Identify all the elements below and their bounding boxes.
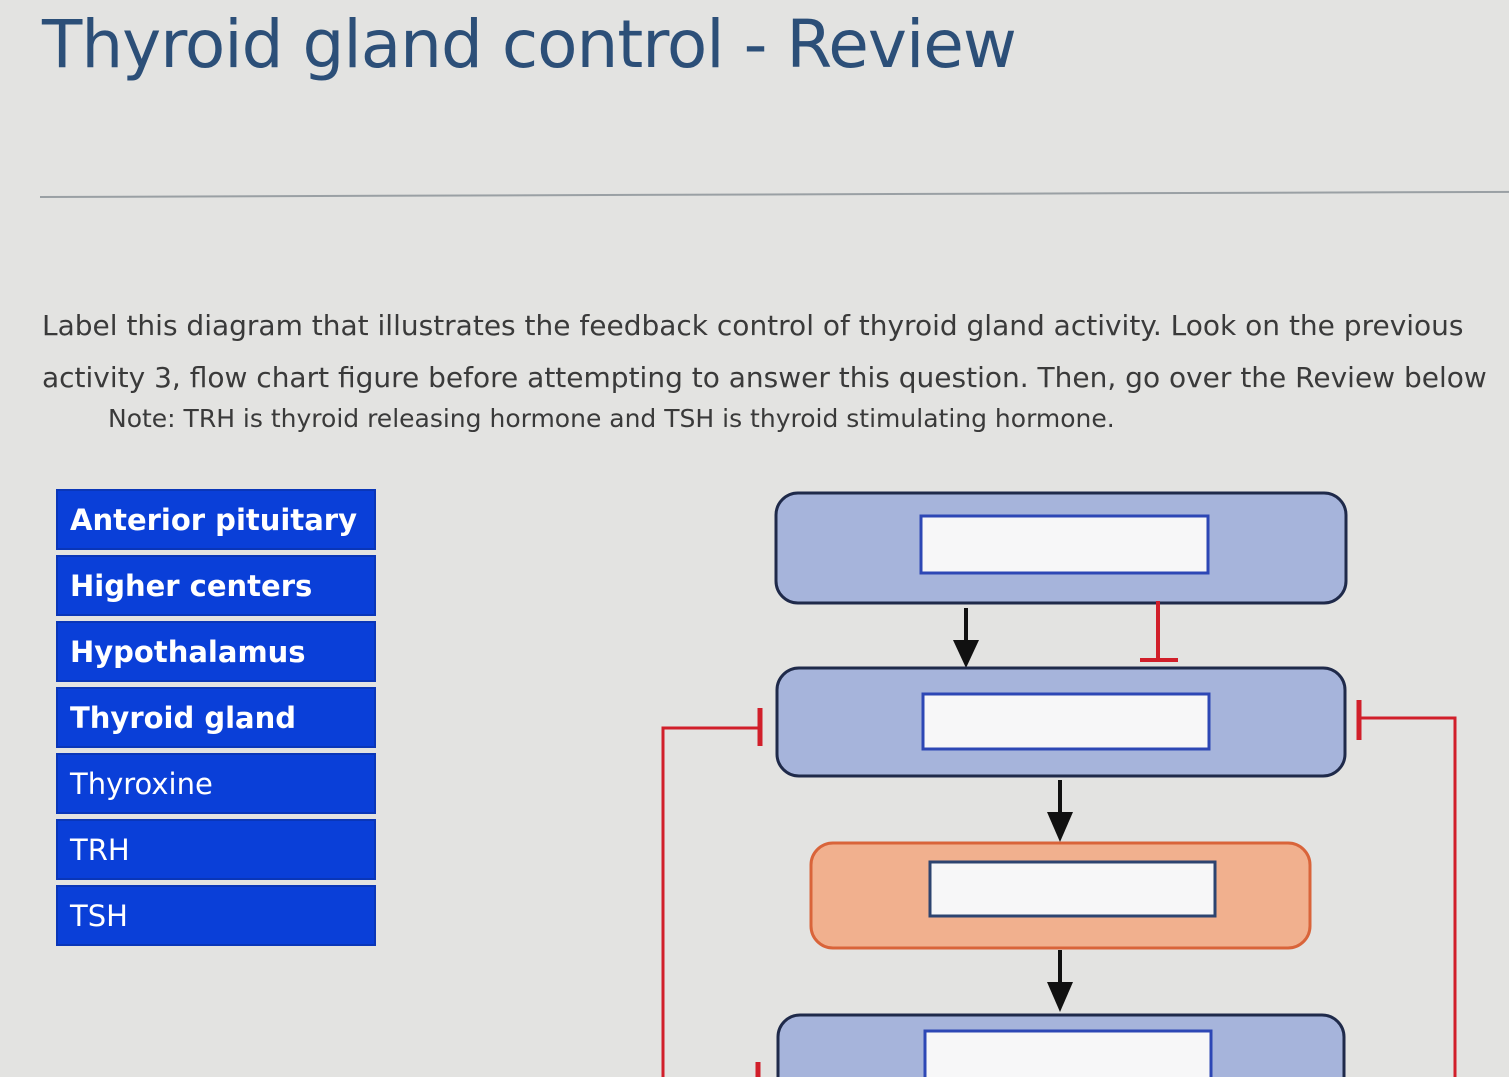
- drop-target-1[interactable]: [919, 514, 1210, 575]
- label-thyroxine[interactable]: Thyroxine: [56, 753, 376, 814]
- inhibit-loop-right: [1360, 716, 1457, 1077]
- arrowhead-icon: [1047, 982, 1073, 1012]
- note-text: Note: TRH is thyroid releasing hormone a…: [108, 404, 1115, 433]
- instructions: Label this diagram that illustrates the …: [42, 300, 1509, 404]
- label-tsh[interactable]: TSH: [56, 885, 376, 946]
- instructions-line-2: activity 3, flow chart figure before att…: [42, 361, 1487, 394]
- instructions-line-1: Label this diagram that illustrates the …: [42, 309, 1464, 342]
- label-higher-centers[interactable]: Higher centers: [56, 555, 376, 616]
- arrowhead-icon: [1047, 812, 1073, 842]
- drop-target-4[interactable]: [923, 1029, 1213, 1077]
- label-bank: Anterior pituitary Higher centers Hypoth…: [56, 489, 376, 951]
- arrowhead-icon: [953, 640, 979, 668]
- label-hypothalamus[interactable]: Hypothalamus: [56, 621, 376, 682]
- label-anterior-pituitary[interactable]: Anterior pituitary: [56, 489, 376, 550]
- label-trh[interactable]: TRH: [56, 819, 376, 880]
- label-thyroid-gland[interactable]: Thyroid gland: [56, 687, 376, 748]
- inhibit-loop-left: [661, 726, 758, 1077]
- page-title: Thyroid gland control - Review: [42, 6, 1017, 83]
- drop-target-3[interactable]: [928, 860, 1217, 918]
- drop-target-2[interactable]: [921, 692, 1211, 751]
